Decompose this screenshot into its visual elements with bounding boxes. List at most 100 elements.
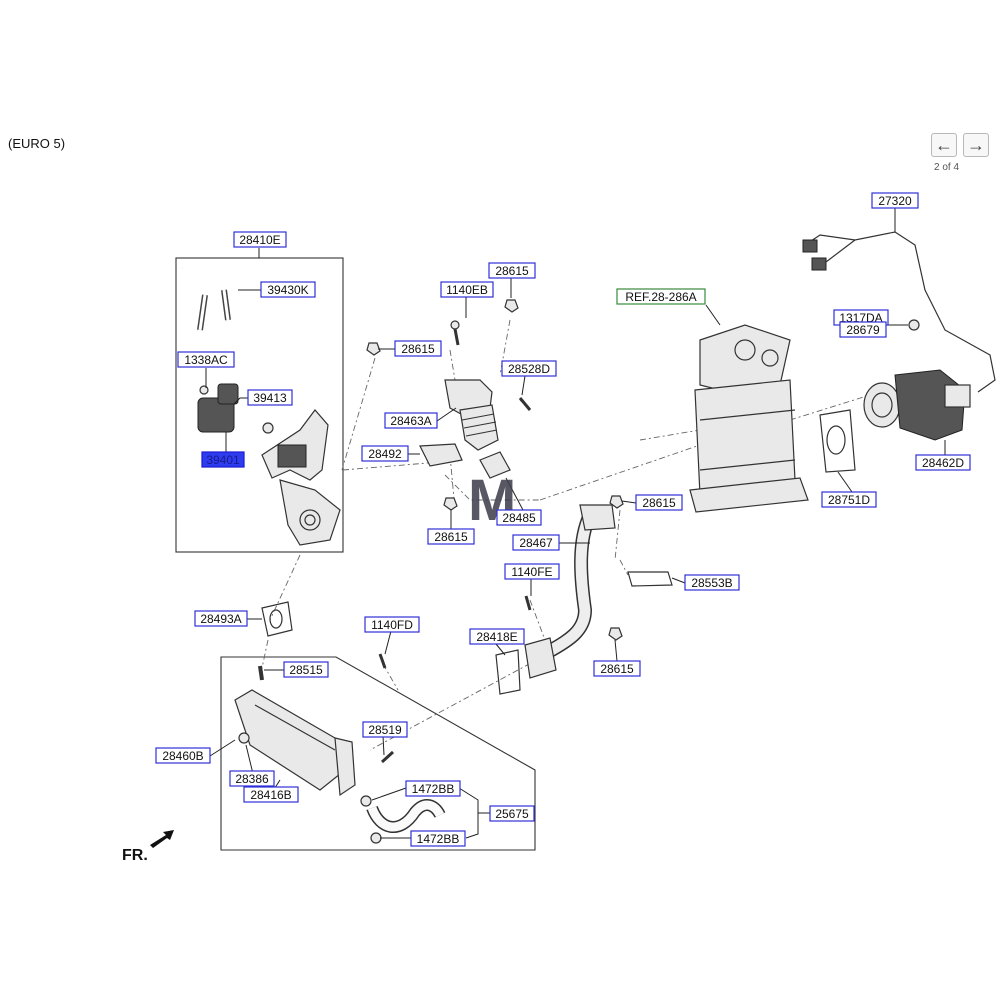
part-number: 28679 <box>846 323 880 337</box>
part-callout-28615[interactable]: 28615 <box>488 262 536 279</box>
part-number: 1338AC <box>184 353 228 367</box>
part-number: 39401 <box>206 453 240 467</box>
part-callout-28410e[interactable]: 28410E <box>233 231 287 248</box>
throttle-body <box>863 369 971 441</box>
part-callout-28679[interactable]: 28679 <box>839 321 887 338</box>
bolt-shaft <box>453 328 460 346</box>
egr-pipe-lower <box>524 504 616 679</box>
arrow-right-icon: → <box>967 134 985 155</box>
callout-box <box>229 770 275 787</box>
part-callout-1472bb[interactable]: 1472BB <box>410 830 466 847</box>
nut-28615-lower <box>443 497 458 511</box>
part-number: 39413 <box>253 391 287 405</box>
callout-box <box>243 786 299 803</box>
part-callout-28467[interactable]: 28467 <box>512 534 560 551</box>
part-number: 28553B <box>691 576 732 590</box>
callout-box <box>512 534 560 551</box>
callout-box <box>194 610 248 627</box>
callout-box <box>394 340 442 357</box>
part-callout-1338ac[interactable]: 1338AC <box>177 351 235 368</box>
part-callout-28492[interactable]: 28492 <box>361 445 409 462</box>
part-callout-28615[interactable]: 28615 <box>635 494 683 511</box>
prev-page-button[interactable]: ← <box>931 133 957 157</box>
callout-box <box>496 509 542 526</box>
next-page-button[interactable]: → <box>963 133 989 157</box>
part-callout-28615[interactable]: 28615 <box>427 528 475 545</box>
bolt-28528D <box>518 397 532 411</box>
part-callout-28751d[interactable]: 28751D <box>821 491 877 508</box>
part-callout-28463a[interactable]: 28463A <box>384 412 438 429</box>
gasket-28553B <box>627 571 673 587</box>
gasket-28485 <box>479 451 511 479</box>
part-number: REF.28-286A <box>625 290 696 304</box>
clamp-1472BB-lower <box>370 832 382 844</box>
part-callout-28528d[interactable]: 28528D <box>501 360 557 377</box>
part-callout-1140fd[interactable]: 1140FD <box>364 616 420 633</box>
callout-box <box>871 192 919 209</box>
part-number: 28492 <box>368 447 402 461</box>
callout-box <box>489 805 535 822</box>
part-number: 28751D <box>828 493 870 507</box>
part-number: 28615 <box>401 342 435 356</box>
bolt-28519 <box>380 750 395 764</box>
part-number: 28615 <box>434 530 468 544</box>
part-callout-39430k[interactable]: 39430K <box>260 281 316 298</box>
part-callout-28462d[interactable]: 28462D <box>915 454 971 471</box>
callout-box <box>384 412 438 429</box>
part-callout-28460b[interactable]: 28460B <box>155 747 211 764</box>
callout-box <box>488 262 536 279</box>
part-callout-1140eb[interactable]: 1140EB <box>440 281 494 298</box>
callout-box <box>821 491 877 508</box>
egr-pipe-upper <box>444 379 499 451</box>
callout-box <box>504 563 560 580</box>
part-callout-39401[interactable]: 39401 <box>201 451 245 468</box>
leader-lines <box>205 207 946 839</box>
part-callout-28386[interactable]: 28386 <box>229 770 275 787</box>
callout-box <box>427 528 475 545</box>
gasket-hole <box>269 609 283 629</box>
callout-box <box>410 830 466 847</box>
part-callout-27320[interactable]: 27320 <box>871 192 919 209</box>
part-callout-28519[interactable]: 28519 <box>362 721 408 738</box>
part-callout-28416b[interactable]: 28416B <box>243 786 299 803</box>
gasket-28418E <box>495 649 521 695</box>
egr-valve <box>261 409 341 546</box>
part-callout-1140fe[interactable]: 1140FE <box>504 563 560 580</box>
part-callout-28493a[interactable]: 28493A <box>194 610 248 627</box>
front-arrow-icon <box>150 830 174 848</box>
bolt-1140EB <box>450 320 460 330</box>
egr-solenoid <box>197 383 239 433</box>
gasket-28493A <box>261 601 293 637</box>
gasket-hole <box>826 425 846 455</box>
washer <box>262 422 274 434</box>
callout-box <box>635 494 683 511</box>
variant-label: (EURO 5) <box>8 136 66 151</box>
callout-box <box>260 281 316 298</box>
egr-cooler <box>234 689 356 797</box>
part-callout-ref-28-286a[interactable]: REF.28-286A <box>616 288 706 305</box>
nut-28615 <box>504 299 519 313</box>
callout-box <box>915 454 971 471</box>
part-callout-28485[interactable]: 28485 <box>496 509 542 526</box>
part-callout-39413[interactable]: 39413 <box>247 389 293 406</box>
part-number: 1140FE <box>511 565 552 579</box>
part-number: 28463A <box>390 414 431 428</box>
part-callout-28615[interactable]: 28615 <box>394 340 442 357</box>
part-callout-28553b[interactable]: 28553B <box>684 574 740 591</box>
part-callout-1472bb[interactable]: 1472BB <box>405 780 461 797</box>
part-callout-25675[interactable]: 25675 <box>489 805 535 822</box>
callout-box <box>684 574 740 591</box>
callout-box <box>233 231 287 248</box>
part-number: 25675 <box>495 807 529 821</box>
part-callout-28615[interactable]: 28615 <box>593 660 641 677</box>
callout-box <box>593 660 641 677</box>
part-number: 28462D <box>922 456 964 470</box>
part-number: 28416B <box>250 788 291 802</box>
bolt-1140FE <box>524 595 532 611</box>
part-number: 39430K <box>267 283 308 297</box>
part-callout-28515[interactable]: 28515 <box>283 661 329 678</box>
callout-box <box>362 721 408 738</box>
part-callout-28418e[interactable]: 28418E <box>469 628 525 645</box>
